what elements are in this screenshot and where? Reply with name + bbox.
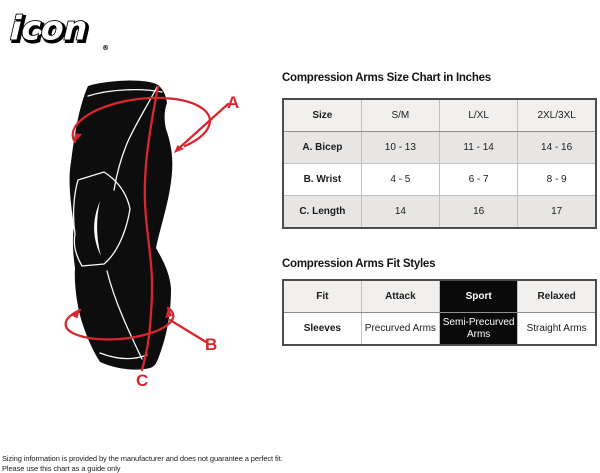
sleeve-diagonal-seam — [113, 86, 158, 191]
size-chart-header-row: Size S/M L/XL 2XL/3XL — [282, 98, 597, 132]
sleeves-sport-value-highlighted: Semi-Precurved Arms — [438, 312, 519, 346]
wrist-lxl-value: 6 - 7 — [438, 163, 519, 196]
sleeves-attack-value: Precurved Arms — [360, 312, 441, 346]
length-lxl-value: 16 — [438, 195, 519, 229]
icon-brand-logo: icon icon ® — [2, 5, 124, 58]
sleeves-relaxed-value: Straight Arms — [517, 312, 597, 346]
sleeve-forearm-seam — [106, 270, 143, 360]
table-row-bicep: A. Bicep 10 - 13 11 - 14 14 - 16 — [282, 131, 597, 164]
label-a-pointer-line — [175, 102, 230, 152]
size-chart-title: Compression Arms Size Chart in Inches — [282, 72, 491, 84]
bicep-ellipse-arrowhead — [74, 133, 83, 142]
size-chart-col-sm: S/M — [360, 98, 441, 132]
fit-col-fit: Fit — [282, 279, 362, 313]
size-chart-col-size: Size — [282, 98, 362, 132]
arm-sleeve-graphic: A B C — [64, 80, 239, 390]
label-b-pointer-line — [168, 318, 208, 344]
disclaimer-line-2: Please use this chart as a guide only — [2, 463, 121, 473]
fit-col-attack: Attack — [360, 279, 441, 313]
row-label-sleeves: Sleeves — [282, 312, 362, 346]
sleeve-cuff-seam — [99, 352, 148, 360]
size-chart-col-2xl3xl: 2XL/3XL — [517, 98, 597, 132]
disclaimer-line-1: Sizing information is provided by the ma… — [2, 454, 283, 463]
row-label-wrist: B. Wrist — [282, 163, 362, 196]
bicep-measure-ellipse — [71, 96, 212, 148]
size-chart-table: Size S/M L/XL 2XL/3XL A. Bicep 10 - 13 1… — [282, 98, 597, 229]
icon-logo-graphic: icon icon ® — [5, 8, 109, 52]
wrist-sm-value: 4 - 5 — [360, 163, 441, 196]
elbow-pad-slit — [94, 201, 101, 256]
bicep-2xl3xl-value: 14 - 16 — [517, 131, 597, 164]
wrist-2xl3xl-value: 8 - 9 — [517, 163, 597, 196]
label-a-arrowhead — [174, 144, 184, 153]
fit-styles-header-row: Fit Attack Sport Relaxed — [282, 279, 597, 313]
length-measure-line — [140, 85, 160, 372]
fit-styles-title: Compression Arms Fit Styles — [282, 258, 436, 270]
wrist-measure-ellipse — [64, 306, 175, 341]
fit-col-sport-highlighted: Sport — [438, 279, 519, 313]
row-label-length: C. Length — [282, 195, 362, 229]
wrist-ellipse-arrowhead-right — [165, 308, 173, 319]
length-2xl3xl-value: 17 — [517, 195, 597, 229]
measure-label-a: A — [227, 93, 239, 112]
length-sm-value: 14 — [360, 195, 441, 229]
arm-sleeve-diagram: A B C — [30, 58, 265, 413]
table-row-wrist: B. Wrist 4 - 5 6 - 7 8 - 9 — [282, 163, 597, 196]
elbow-pad-outline — [72, 171, 131, 267]
table-row-sleeves: Sleeves Precurved Arms Semi-Precurved Ar… — [282, 312, 597, 346]
logo-text-shadow: icon — [8, 11, 94, 49]
measure-label-c: C — [136, 371, 148, 390]
measure-label-b: B — [205, 335, 217, 354]
logo-text: icon — [6, 9, 92, 47]
bicep-lxl-value: 11 - 14 — [438, 131, 519, 164]
fit-col-relaxed: Relaxed — [517, 279, 597, 313]
registered-trademark-icon: ® — [102, 44, 109, 52]
bicep-sm-value: 10 - 13 — [360, 131, 441, 164]
wrist-ellipse-arrowhead-left — [70, 310, 80, 319]
row-label-bicep: A. Bicep — [282, 131, 362, 164]
fit-styles-table: Fit Attack Sport Relaxed Sleeves Precurv… — [282, 279, 597, 346]
table-row-length: C. Length 14 16 17 — [282, 195, 597, 229]
sleeve-silhouette — [69, 80, 173, 370]
disclaimer: Sizing information is provided by the ma… — [2, 454, 283, 473]
size-chart-col-lxl: L/XL — [438, 98, 519, 132]
